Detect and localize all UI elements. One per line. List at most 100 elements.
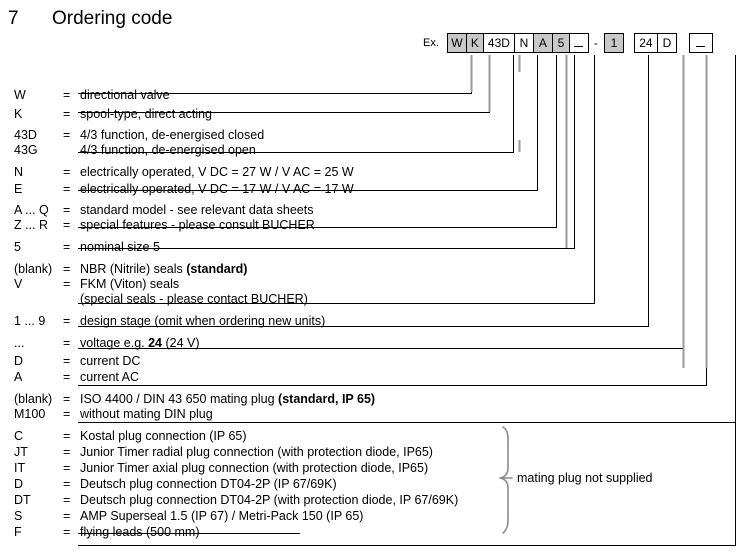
section-number: 7: [8, 8, 19, 29]
legend-code: F: [14, 525, 22, 539]
code-group-design-stage: 1: [603, 33, 624, 53]
legend-equals: =: [63, 354, 71, 368]
legend-code: A ... Q: [14, 203, 49, 217]
legend-description: NBR (Nitrile) seals (standard): [80, 262, 248, 276]
legend-description: without mating DIN plug: [80, 407, 213, 421]
legend-equals: =: [63, 407, 71, 421]
legend-equals: =: [63, 240, 71, 254]
code-box-blank[interactable]: [688, 33, 713, 53]
legend-equals: =: [63, 88, 71, 102]
code-box-a[interactable]: A: [532, 33, 553, 53]
code-box-value: D: [662, 36, 672, 50]
legend-code: DT: [14, 493, 31, 507]
code-box-d[interactable]: D: [656, 33, 677, 53]
legend-description: FKM (Viton) seals: [80, 277, 180, 291]
legend-code: (blank): [14, 262, 53, 276]
legend-description: ISO 4400 / DIN 43 650 mating plug (stand…: [80, 392, 376, 406]
legend-description: spool-type, direct acting: [80, 107, 213, 121]
code-group-voltage: 24 D: [633, 33, 677, 53]
legend-code: Z ... R: [14, 218, 49, 232]
legend-equals: =: [63, 314, 71, 328]
legend-code: C: [14, 429, 24, 443]
section-title: Ordering code: [52, 8, 173, 29]
code-box-blank[interactable]: [568, 33, 589, 53]
legend-description: Deutsch plug connection DT04-2P (IP 67/6…: [80, 477, 337, 491]
legend-equals: =: [63, 445, 71, 459]
code-box-value: W: [451, 36, 463, 50]
example-label: Ex.: [423, 37, 439, 49]
legend-equals: =: [63, 277, 71, 291]
legend-description: 4/3 function, de-energised closed: [80, 128, 265, 142]
legend-code: A: [14, 370, 23, 384]
legend-description: Junior Timer axial plug connection (with…: [80, 461, 429, 475]
code-box-value: 24: [639, 36, 653, 50]
legend-code: V: [14, 277, 23, 291]
legend-description: (special seals - please contact BUCHER): [80, 292, 308, 306]
legend-equals: =: [63, 429, 71, 443]
legend-code: N: [14, 165, 24, 179]
legend-equals: =: [63, 107, 71, 121]
legend-description: special features - please consult BUCHER: [80, 218, 315, 232]
legend-description: design stage (omit when ordering new uni…: [80, 314, 326, 328]
legend-description: 4/3 function, de-energised open: [80, 143, 256, 157]
legend-description: current AC: [80, 370, 140, 384]
code-box-value: A: [538, 36, 547, 50]
legend-equals: =: [63, 336, 71, 350]
legend-description: voltage e.g. 24 (24 V): [80, 336, 200, 350]
legend-equals: =: [63, 370, 71, 384]
legend-equals: =: [63, 128, 71, 142]
legend-equals: =: [63, 477, 71, 491]
legend-equals: =: [63, 203, 71, 217]
legend-code: 1 ... 9: [14, 314, 46, 328]
legend-equals: =: [63, 392, 71, 406]
legend-description: AMP Superseal 1.5 (IP 67) / Metri-Pack 1…: [80, 509, 364, 523]
legend-code: M100: [14, 407, 46, 421]
code-box-n[interactable]: N: [513, 33, 534, 53]
legend-code: E: [14, 182, 23, 196]
legend-code: ...: [14, 336, 25, 350]
legend-equals: =: [63, 182, 71, 196]
legend-code: 43G: [14, 143, 38, 157]
legend-code: (blank): [14, 392, 53, 406]
legend-description: flying leads (500 mm): [80, 525, 200, 539]
legend-code: D: [14, 354, 24, 368]
legend-code: D: [14, 477, 24, 491]
code-box-value: 43D: [487, 36, 510, 50]
page-title: 7 Ordering code: [0, 6, 400, 36]
legend-equals: =: [63, 509, 71, 523]
legend-equals: =: [63, 165, 71, 179]
legend-description: directional valve: [80, 88, 170, 102]
code-box-w[interactable]: W: [446, 33, 467, 53]
legend-code: S: [14, 509, 23, 523]
code-box-value: N: [519, 36, 529, 50]
legend-description: standard model - see relevant data sheet…: [80, 203, 314, 217]
legend-description: current DC: [80, 354, 141, 368]
legend-equals: =: [63, 461, 71, 475]
legend-equals: =: [63, 525, 71, 539]
code-group-plug: [688, 33, 713, 53]
code-box-value: 1: [610, 36, 618, 50]
legend-description: Deutsch plug connection DT04-2P (with pr…: [80, 493, 459, 507]
code-separator: -: [593, 36, 598, 50]
code-box-5[interactable]: 5: [551, 33, 570, 53]
legend-description: Kostal plug connection (IP 65): [80, 429, 247, 443]
blank-underscore: [574, 45, 584, 47]
legend-code: JT: [14, 445, 28, 459]
blank-underscore: [696, 45, 706, 47]
legend-equals: =: [63, 262, 71, 276]
legend-description: electrically operated, V DC = 17 W / V A…: [80, 182, 354, 196]
legend-description: electrically operated, V DC = 27 W / V A…: [80, 165, 354, 179]
code-box-k[interactable]: K: [465, 33, 484, 53]
legend-code: K: [14, 107, 23, 121]
code-box-24[interactable]: 24: [633, 33, 658, 53]
legend-code: W: [14, 88, 26, 102]
code-box-43d[interactable]: 43D: [482, 33, 515, 53]
code-box-1[interactable]: 1: [603, 33, 624, 53]
legend-code: IT: [14, 461, 26, 475]
legend-equals: =: [63, 493, 71, 507]
code-box-value: 5: [557, 36, 565, 50]
legend-description: nominal size 5: [80, 240, 160, 254]
